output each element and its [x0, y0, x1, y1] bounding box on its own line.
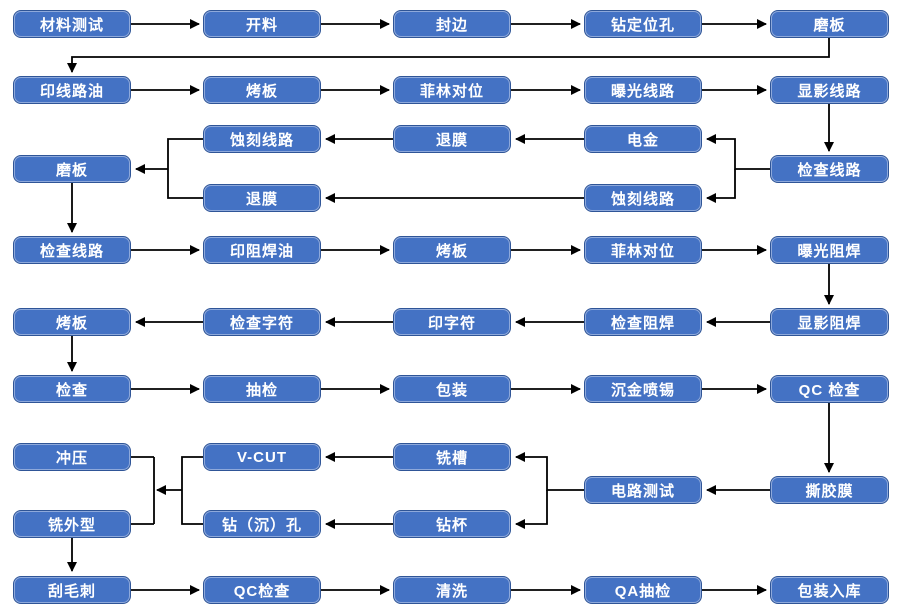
node-inspect-legend: 检查字符 [204, 309, 320, 335]
node-inspection: 检查 [14, 376, 130, 402]
edge-merge-etch-strip [167, 138, 204, 199]
node-inspect-circuit-2: 检查线路 [14, 237, 130, 263]
node-qc-inspection-1: QC 检查 [771, 376, 888, 402]
node-inspect-circuit-1: 检查线路 [771, 156, 888, 182]
node-packing-warehouse: 包装入库 [771, 577, 888, 603]
node-gold-plating: 电金 [585, 126, 701, 152]
node-film-alignment-1: 菲林对位 [394, 77, 510, 103]
node-etch-circuit-b: 蚀刻线路 [585, 185, 701, 211]
node-cutting: 开料 [204, 11, 320, 37]
edge-inspect-circuit-1-to-etch-circuit-b [706, 169, 736, 203]
node-bake-board-1: 烤板 [204, 77, 320, 103]
node-material-test: 材料测试 [14, 11, 130, 37]
node-peel-film: 撕胶膜 [771, 477, 888, 503]
node-inspect-solder-mask: 检查阻焊 [585, 309, 701, 335]
node-v-cut: V-CUT [204, 444, 320, 470]
node-print-solder-mask-oil: 印阻焊油 [204, 237, 320, 263]
node-etch-circuit-a: 蚀刻线路 [204, 126, 320, 152]
node-mill-outline: 铣外型 [14, 511, 130, 537]
edge-inspect-circuit-1-to-gold-plating [706, 134, 771, 170]
node-cleaning: 清洗 [394, 577, 510, 603]
node-print-legend: 印字符 [394, 309, 510, 335]
node-deburring: 刮毛刺 [14, 577, 130, 603]
node-expose-solder-mask: 曝光阻焊 [771, 237, 888, 263]
node-qc-inspection-2: QC检查 [204, 577, 320, 603]
node-drill-countersink-hole: 钻（沉）孔 [204, 511, 320, 537]
node-enig-hasl: 沉金喷锡 [585, 376, 701, 402]
node-grind-board-1: 磨板 [771, 11, 888, 37]
node-edge-sealing: 封边 [394, 11, 510, 37]
node-sampling-inspection: 抽检 [204, 376, 320, 402]
node-mill-slot: 铣槽 [394, 444, 510, 470]
node-expose-circuit: 曝光线路 [585, 77, 701, 103]
node-film-alignment-2: 菲林对位 [585, 237, 701, 263]
node-develop-circuit: 显影线路 [771, 77, 888, 103]
node-bake-board-3: 烤板 [14, 309, 130, 335]
node-drill-locating-holes: 钻定位孔 [585, 11, 701, 37]
node-packaging: 包装 [394, 376, 510, 402]
edge-circuit-test-to-mill-slot [515, 452, 585, 491]
edge-circuit-test-to-drill-cup [515, 490, 548, 529]
edge-merge-vcut-drill [181, 456, 204, 525]
node-bake-board-2: 烤板 [394, 237, 510, 263]
node-develop-solder-mask: 显影阻焊 [771, 309, 888, 335]
node-grind-board-2: 磨板 [14, 156, 130, 182]
node-qa-sampling: QA抽检 [585, 577, 701, 603]
edge-grind-board-1-to-print-circuit-oil [67, 37, 830, 73]
node-strip-film-b: 退膜 [204, 185, 320, 211]
node-circuit-test: 电路测试 [585, 477, 701, 503]
node-print-circuit-oil: 印线路油 [14, 77, 130, 103]
node-drill-cup: 钻杯 [394, 511, 510, 537]
node-punching: 冲压 [14, 444, 130, 470]
node-strip-film-a: 退膜 [394, 126, 510, 152]
